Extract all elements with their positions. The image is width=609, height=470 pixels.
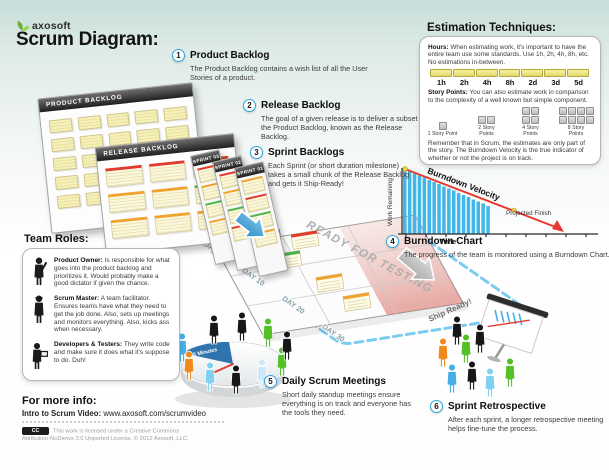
video-url-link[interactable]: www.axosoft.com/scrumvideo: [103, 409, 207, 418]
role-text: Product Owner: Is responsible for what g…: [54, 257, 172, 288]
estimation-panel: Hours: When estimating work, it's import…: [419, 36, 601, 165]
estimation-note: Remember that in Scrum, the estimates ar…: [428, 139, 585, 162]
board-card: [290, 230, 320, 250]
step-daily-scrum-meetings: 5 Daily Scrum Meetings Short daily stand…: [264, 375, 416, 417]
person-figure: [208, 314, 220, 345]
flow-arrow-icon: [232, 209, 267, 239]
scrum-master-icon: [34, 295, 44, 324]
hours-paragraph: Hours: When estimating work, it's import…: [428, 44, 592, 66]
step-number-badge: 5: [264, 375, 277, 388]
hours-text: When estimating work, it's important to …: [428, 44, 589, 66]
step-description: The goal of a given release is to delive…: [261, 113, 426, 141]
role-desc: Is responsible for what goes into the pr…: [54, 257, 170, 288]
role-product-owner: Product Owner: Is responsible for what g…: [30, 257, 172, 288]
role-name: Scrum Master:: [54, 295, 100, 303]
board-card: [315, 273, 345, 293]
step-sprint-retrospective: 6 Sprint Retrospective After each sprint…: [430, 400, 609, 433]
person-figure: [504, 357, 516, 388]
video-label: Intro to Scrum Video:: [22, 409, 102, 418]
person-figure: [236, 311, 248, 342]
hours-label: Hours:: [428, 44, 449, 51]
person-figure: [446, 363, 458, 394]
hours-ruler: [430, 69, 590, 78]
story-points-paragraph: Story Points: You can also estimate work…: [428, 89, 592, 104]
dotted-divider: [22, 421, 224, 423]
person-figure: [460, 333, 472, 364]
role-scrum-master: Scrum Master: A team facilitator. Ensure…: [30, 295, 172, 334]
video-link-line: Intro to Scrum Video: www.axosoft.com/sc…: [22, 409, 206, 418]
role-name: Product Owner:: [54, 257, 103, 264]
role-desc: A team facilitator. Ensures teams have w…: [54, 295, 170, 334]
burndown-trend-line: [404, 168, 559, 229]
person-figure: [484, 367, 496, 398]
trend-arrowhead: [552, 220, 564, 232]
step-title: Release Backlog: [261, 100, 341, 111]
more-info-heading: For more info:: [22, 395, 97, 407]
step-description: Short daily standup meetings ensure ever…: [282, 389, 411, 417]
person-figure: [451, 315, 463, 346]
step-description: The Product Backlog contains a wish list…: [190, 63, 368, 82]
step-title: Product Backlog: [190, 50, 270, 61]
axosoft-logo-icon: [17, 20, 30, 31]
step-number-badge: 4: [386, 235, 399, 248]
screen-chart-line: [487, 319, 530, 328]
role-text: Scrum Master: A team facilitator. Ensure…: [54, 295, 172, 334]
step-description: Each Sprint (or short duration milestone…: [268, 160, 410, 188]
step-burndown-chart: 4 Burndown Chart The progress of the tea…: [386, 235, 609, 259]
step-description: After each sprint, a longer retrospectiv…: [448, 414, 604, 433]
person-figure: [437, 337, 449, 368]
role-name: Developers & Testers:: [54, 341, 123, 349]
estimation-heading: Estimation Techniques:: [427, 22, 556, 34]
burndown-bars: [403, 169, 490, 234]
projection-screen: [476, 293, 549, 363]
role-developers-testers: Developers & Testers: They write code an…: [30, 341, 172, 371]
burndown-x-label: Time: [440, 239, 456, 246]
step-number-badge: 6: [430, 400, 443, 413]
step-number-badge: 2: [243, 99, 256, 112]
role-text: Developers & Testers: They write code an…: [54, 341, 172, 364]
brand-logo: axosoft: [15, 19, 71, 32]
team-roles-heading: Team Roles:: [24, 233, 89, 245]
screen-chart-bars: [494, 309, 523, 326]
brand-name: axosoft: [32, 19, 71, 32]
step-title: Sprint Backlogs: [268, 147, 345, 158]
step-description: The progress of the team is monitored us…: [404, 249, 609, 259]
creative-commons-badge[interactable]: CC: [22, 427, 49, 435]
license-block: CC This work is licensed under a Creative…: [22, 427, 237, 444]
story-points-label: Story Points:: [428, 89, 468, 97]
product-owner-icon: [34, 257, 47, 285]
license-line-1: This work is licensed under a Creative C…: [53, 428, 179, 435]
license-line-2: Attribution-NoDerivs 3.0 Unported Licens…: [22, 436, 189, 443]
burndown-chart: Work Remaining Burndown Velocity Project…: [387, 166, 598, 246]
step-number-badge: 3: [250, 146, 263, 159]
ship-ready-arrow: [396, 246, 436, 281]
projected-finish-label: Projected Finish: [506, 210, 552, 217]
step-sprint-backlogs: 3 Sprint Backlogs Each Sprint (or short …: [250, 146, 412, 188]
person-figure: [474, 323, 486, 354]
developers-testers-icon: [32, 343, 48, 370]
person-figure: [466, 360, 478, 391]
person-figure: [262, 317, 274, 348]
story-points-text: You can also estimate work in comparison…: [428, 89, 589, 104]
step-release-backlog: 2 Release Backlog The goal of a given re…: [243, 99, 431, 141]
clock-wedge: [183, 341, 233, 364]
burndown-y-label: Work Remaining: [387, 178, 394, 226]
step-number-badge: 1: [172, 49, 185, 62]
step-title: Sprint Retrospective: [448, 401, 546, 412]
board-card: [342, 292, 372, 312]
step-title: Daily Scrum Meetings: [282, 376, 386, 387]
team-roles-panel: Product Owner: Is responsible for what g…: [22, 248, 180, 381]
ready-for-testing-zone: [339, 215, 463, 315]
step-product-backlog: 1 Product Backlog The Product Backlog co…: [172, 49, 372, 82]
page-title: Scrum Diagram:: [16, 29, 159, 50]
role-desc: They write code and make sure it does wh…: [54, 341, 170, 364]
step-title: Burndown Chart: [404, 236, 483, 247]
